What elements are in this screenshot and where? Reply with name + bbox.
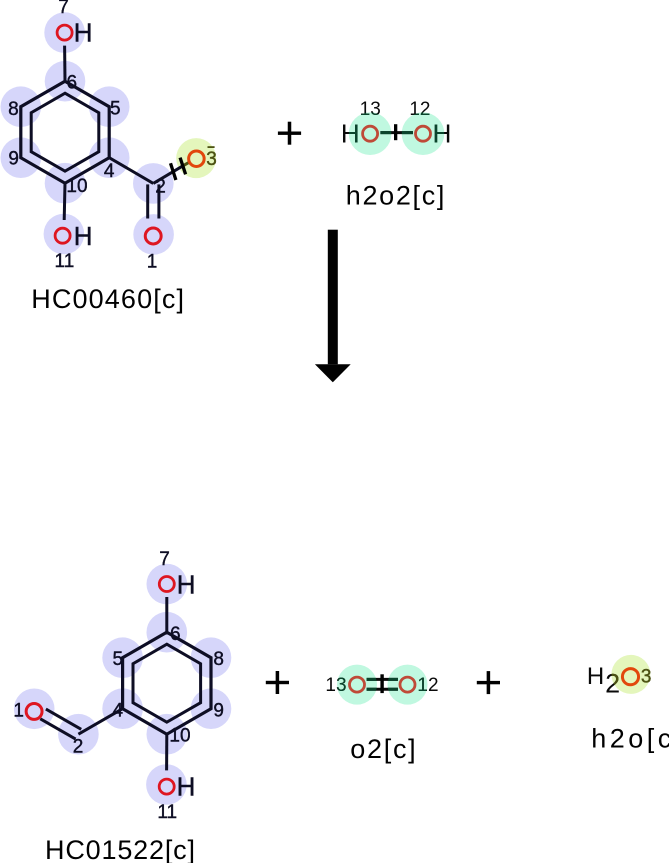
svg-text:o2[c]: o2[c] <box>350 734 415 764</box>
svg-text:9: 9 <box>8 149 19 170</box>
svg-text:10: 10 <box>169 725 190 746</box>
svg-text:4: 4 <box>113 700 124 721</box>
svg-text:7: 7 <box>159 549 170 570</box>
svg-text:H: H <box>433 119 452 149</box>
svg-text:H: H <box>74 18 93 48</box>
svg-text:12: 12 <box>417 675 438 696</box>
svg-text:1: 1 <box>147 251 158 272</box>
svg-text:2: 2 <box>155 177 166 198</box>
svg-text:8: 8 <box>213 649 224 670</box>
svg-text:2: 2 <box>605 669 620 699</box>
svg-text:HC00460[c]: HC00460[c] <box>31 284 184 314</box>
svg-text:H: H <box>74 221 93 251</box>
svg-text:h2o2[c]: h2o2[c] <box>346 181 445 211</box>
svg-text:HC01522[c]: HC01522[c] <box>45 835 195 863</box>
svg-text:1: 1 <box>13 701 24 722</box>
svg-text:H: H <box>177 772 196 802</box>
svg-text:5: 5 <box>113 649 124 670</box>
svg-text:H: H <box>341 119 360 149</box>
svg-text:4: 4 <box>104 161 115 182</box>
svg-text:13: 13 <box>325 675 346 696</box>
svg-text:12: 12 <box>417 675 438 696</box>
svg-text:8: 8 <box>8 99 19 120</box>
svg-text:h2o[c]: h2o[c] <box>591 724 669 754</box>
svg-text:6: 6 <box>170 624 181 645</box>
svg-text:2: 2 <box>73 737 84 758</box>
svg-text:13: 13 <box>360 99 381 120</box>
svg-text:5: 5 <box>110 99 121 120</box>
svg-text:13: 13 <box>325 675 346 696</box>
svg-text:H: H <box>341 119 360 149</box>
svg-text:9: 9 <box>213 700 224 721</box>
svg-text:H: H <box>433 119 452 149</box>
svg-text:11: 11 <box>157 802 177 823</box>
svg-text:2: 2 <box>605 669 620 699</box>
svg-text:6: 6 <box>67 72 78 93</box>
svg-text:7: 7 <box>58 0 69 18</box>
svg-text:12: 12 <box>409 99 430 120</box>
svg-text:10: 10 <box>66 176 87 197</box>
svg-text:3: 3 <box>641 666 652 687</box>
svg-text:11: 11 <box>55 251 75 272</box>
svg-text:H: H <box>177 569 196 599</box>
svg-text:H: H <box>587 663 604 690</box>
svg-text:12: 12 <box>409 99 430 120</box>
svg-text:3: 3 <box>206 149 217 170</box>
svg-text:13: 13 <box>360 99 381 120</box>
